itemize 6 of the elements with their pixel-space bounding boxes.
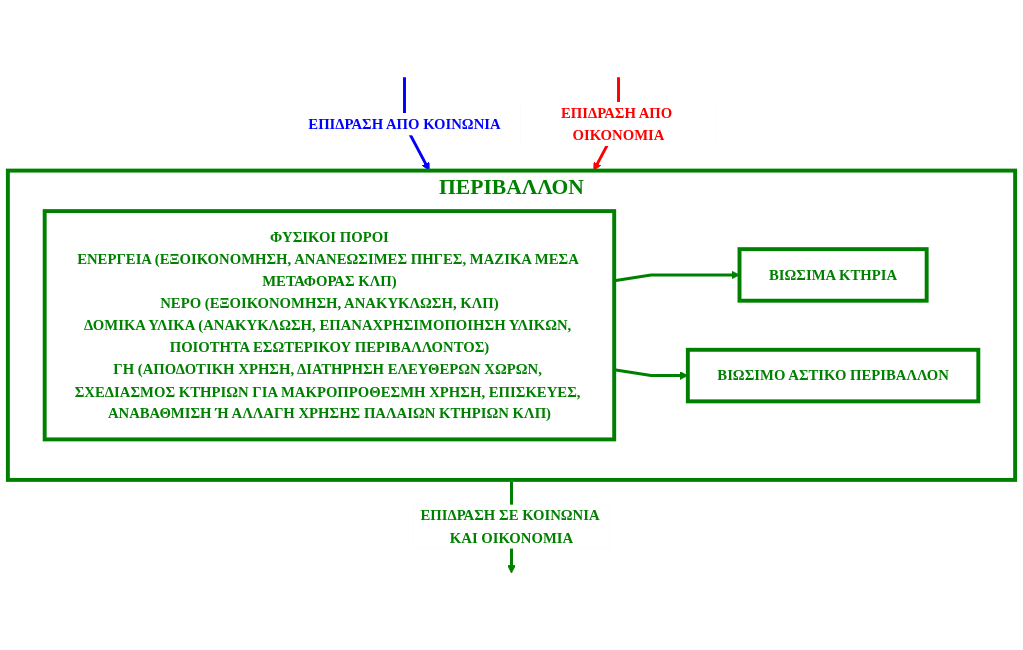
node-box: ΦΥΣΙΚΟΙ ΠΟΡΟΙ ΕΝΕΡΓΕΙΑ (ΕΞΟΙΚΟΝΟΜΗΣΗ, ΑΝΑΝΕΩΣΙΜΕΣ ΠΗΓΕΣ, ΜΑΖΙΚΑ ΜΕΣΑ ΜΕΤΑΦΟΡΑΣ ΚΛΠ) ΝΕΡΟ (ΕΞΟΙΚΟΝΟΜΗΣΗ, ΑΝΑΚΥΚΛΩΣΗ, ΚΛΠ) ΔΟΜΙΚΑ ΥΛΙΚΑ (ΑΝΑΚΥΚΛΩΣΗ, ΕΠΑΝΑΧΡΗΣΙΜΟΠΟΙΗΣΗ ΥΛΙΚΩΝ, ΠΟΙΟΤΗΤΑ ΕΣΩΤΕΡΙΚΟΥ ΠΕΡΙΒΑΛΛΟΝΤΟΣ) ΓΗ (ΑΠΟΔΟΤΙΚΗ ΧΡΗΣΗ, ΔΙΑΤΗΡΗΣΗ ΕΛΕΥΘΕΡΩΝ ΧΩΡΩΝ, ΣΧΕΔΙΑΣΜΟΣ ΚΤΗΡΙΩΝ ΓΙΑ ΜΑΚΡΟΠΡΟΘΕΣΜΗ ΧΡΗΣΗ, ΕΠΙΣΚΕΥΕΣ, ΑΝΑΒΑΘΜΙΣΗ Ή ΑΛΛΑΓΗ ΧΡΗΣΗΣ ΠΑΛΑΙΩΝ ΚΤΗΡΙΩΝ ΚΛΠ) (42, 208, 617, 442)
node-box: ΒΙΩΣΙΜΟ ΑΣΤΙΚΟ ΠΕΡΙΒΑΛΛΟΝ (685, 347, 981, 404)
edge-label: ΕΠΙΔΡΑΣΗ ΑΠΟ ΚΟΙΝΩΝΙΑ (308, 115, 501, 132)
edge-label: ΕΠΙΔΡΑΣΗ ΣΕ ΚΟΙΝΩΝΙΑ ΚΑΙ ΟΙΚΟΝΟΜΙΑ (420, 507, 599, 545)
node-box: ΒΙΩΣΙΜΑ ΚΤΗΡΙΑ (737, 246, 929, 303)
edge-label: ΕΠΙΔΡΑΣΗ ΑΠΟ ΟΙΚΟΝΟΜΙΑ (561, 104, 673, 143)
